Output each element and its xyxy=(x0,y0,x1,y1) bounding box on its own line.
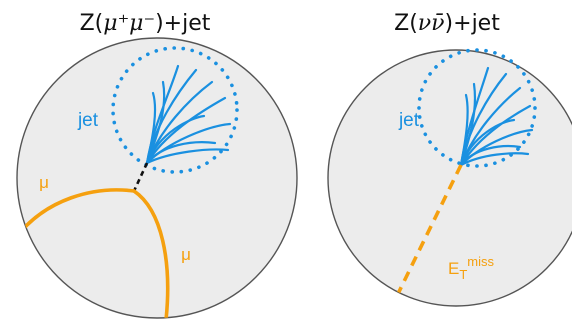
right-jet-label: jet xyxy=(398,110,420,131)
left-jet-label: jet xyxy=(77,110,99,131)
muon1-label: μ xyxy=(39,173,49,192)
left-panel: Z(μ⁺μ⁻)+jet jet μ μ xyxy=(14,11,297,320)
right-panel: Z(νν̄)+jet jet ETmiss xyxy=(328,11,572,306)
muon2-label: μ xyxy=(181,245,191,264)
left-detector-circle xyxy=(17,38,297,318)
right-panel-title: Z(νν̄)+jet xyxy=(394,11,500,36)
left-panel-title: Z(μ⁺μ⁻)+jet xyxy=(80,11,211,36)
